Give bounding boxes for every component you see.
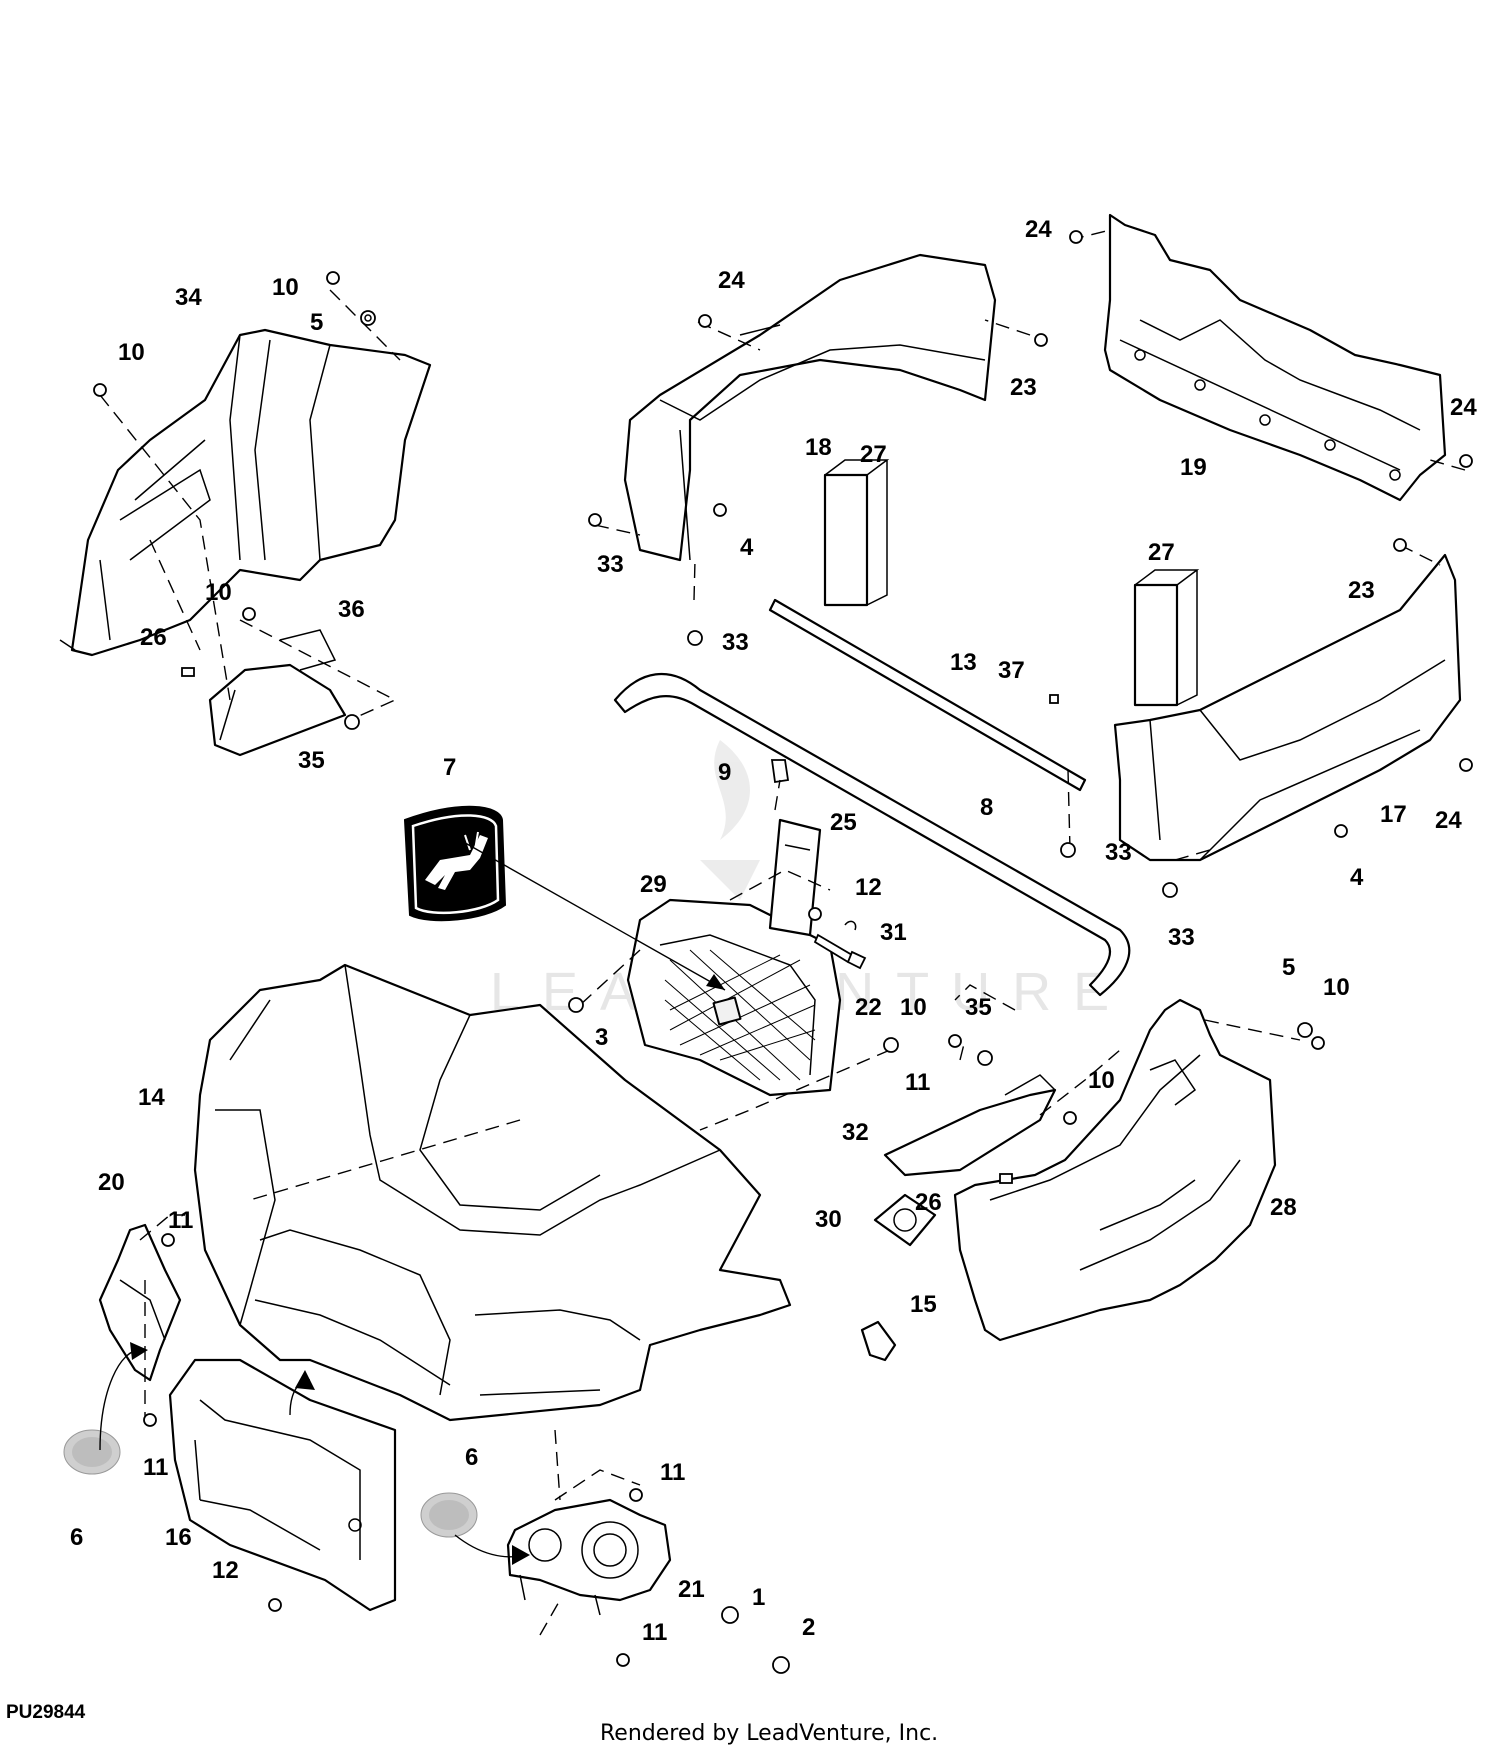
right-splash-plate	[883, 1074, 1057, 1177]
callout-6b: 6	[465, 1444, 478, 1471]
callout-37: 37	[998, 657, 1025, 684]
callout-22: 22	[855, 994, 882, 1021]
callout-27a: 27	[860, 441, 887, 468]
callout-18: 18	[805, 434, 832, 461]
foam-block-right	[1133, 583, 1179, 707]
callout-1: 1	[752, 1584, 765, 1611]
callout-10d: 10	[900, 994, 927, 1021]
callout-31: 31	[880, 919, 907, 946]
callout-labels: 1 2 3 4 4 5 5 6 6 7 8 9 10 10 10 10 10 1…	[70, 216, 1477, 1646]
figure-reference-code: PU29844	[6, 1702, 86, 1723]
callout-2: 2	[802, 1614, 815, 1641]
support-tube	[613, 672, 1131, 997]
callout-28: 28	[1270, 1194, 1297, 1221]
callout-33c: 33	[1105, 839, 1132, 866]
callout-5b: 5	[1282, 954, 1295, 981]
callout-33a: 33	[597, 551, 624, 578]
left-headlight-bracket	[98, 1223, 182, 1382]
callout-4b: 4	[1350, 864, 1364, 891]
callout-23a: 23	[1010, 374, 1037, 401]
callout-30: 30	[815, 1206, 842, 1233]
callout-10b: 10	[118, 339, 145, 366]
callout-10c: 10	[205, 579, 232, 606]
callout-10f: 10	[1323, 974, 1350, 1001]
arrows	[99, 839, 726, 1565]
amber-reflector-left	[63, 1429, 121, 1475]
seal-strip	[768, 598, 1087, 792]
callout-16: 16	[165, 1524, 192, 1551]
callout-29: 29	[640, 871, 667, 898]
callout-3: 3	[595, 1024, 608, 1051]
callout-36: 36	[338, 596, 365, 623]
cargo-box-side-panel	[1113, 553, 1462, 862]
callout-7: 7	[443, 754, 456, 781]
callout-10e: 10	[1088, 1067, 1115, 1094]
left-fender-liner	[59, 328, 432, 657]
callout-33b: 33	[722, 629, 749, 656]
watermark-logo	[700, 740, 760, 900]
callout-34: 34	[175, 284, 202, 311]
front-grille	[626, 898, 842, 1097]
callout-32: 32	[842, 1119, 869, 1146]
callout-4a: 4	[740, 534, 754, 561]
grille-stud	[813, 920, 867, 970]
callout-33d: 33	[1168, 924, 1195, 951]
rendered-by-credit: Rendered by LeadVenture, Inc.	[600, 1721, 938, 1746]
callout-25: 25	[830, 809, 857, 836]
headlight-assembly	[506, 1498, 672, 1616]
callout-24c: 24	[1450, 394, 1477, 421]
callout-17: 17	[1380, 801, 1407, 828]
callout-10a: 10	[272, 274, 299, 301]
callout-15: 15	[910, 1291, 937, 1318]
rubber-grommet	[873, 1193, 937, 1247]
callout-27b: 27	[1148, 539, 1175, 566]
callout-19: 19	[1180, 454, 1207, 481]
left-splash-panel	[208, 629, 347, 757]
callout-23b: 23	[1348, 577, 1375, 604]
callout-26b: 26	[915, 1189, 942, 1216]
hood-latch	[860, 1320, 897, 1362]
callout-12a: 12	[855, 874, 882, 901]
hardware	[93, 230, 1473, 1674]
amber-reflector-right	[420, 1492, 478, 1538]
foam-block-left	[823, 473, 869, 607]
callout-26a: 26	[140, 624, 167, 651]
callout-6a: 6	[70, 1524, 83, 1551]
callout-11e: 11	[642, 1619, 667, 1646]
callout-11c: 11	[143, 1454, 168, 1481]
deer-emblem	[403, 805, 507, 922]
hood	[193, 963, 792, 1422]
callout-5a: 5	[310, 309, 323, 336]
right-fender	[953, 998, 1277, 1342]
front-bumper	[168, 1358, 397, 1612]
callout-12b: 12	[212, 1557, 239, 1584]
callout-24a: 24	[718, 267, 745, 294]
callout-20: 20	[98, 1169, 125, 1196]
callout-35b: 35	[965, 994, 992, 1021]
cargo-box-rear-panel	[1103, 213, 1447, 502]
grille-bracket	[768, 759, 822, 937]
cargo-box-front-panel	[623, 253, 997, 562]
callout-14: 14	[138, 1084, 165, 1111]
callout-11d: 11	[660, 1459, 685, 1486]
callout-21: 21	[678, 1576, 705, 1603]
callout-24b: 24	[1025, 216, 1052, 243]
callout-24d: 24	[1435, 807, 1462, 834]
callout-9: 9	[718, 759, 731, 786]
callout-13: 13	[950, 649, 977, 676]
callout-11a: 11	[905, 1069, 930, 1096]
callout-35a: 35	[298, 747, 325, 774]
callout-8: 8	[980, 794, 993, 821]
callout-11b: 11	[168, 1207, 193, 1234]
